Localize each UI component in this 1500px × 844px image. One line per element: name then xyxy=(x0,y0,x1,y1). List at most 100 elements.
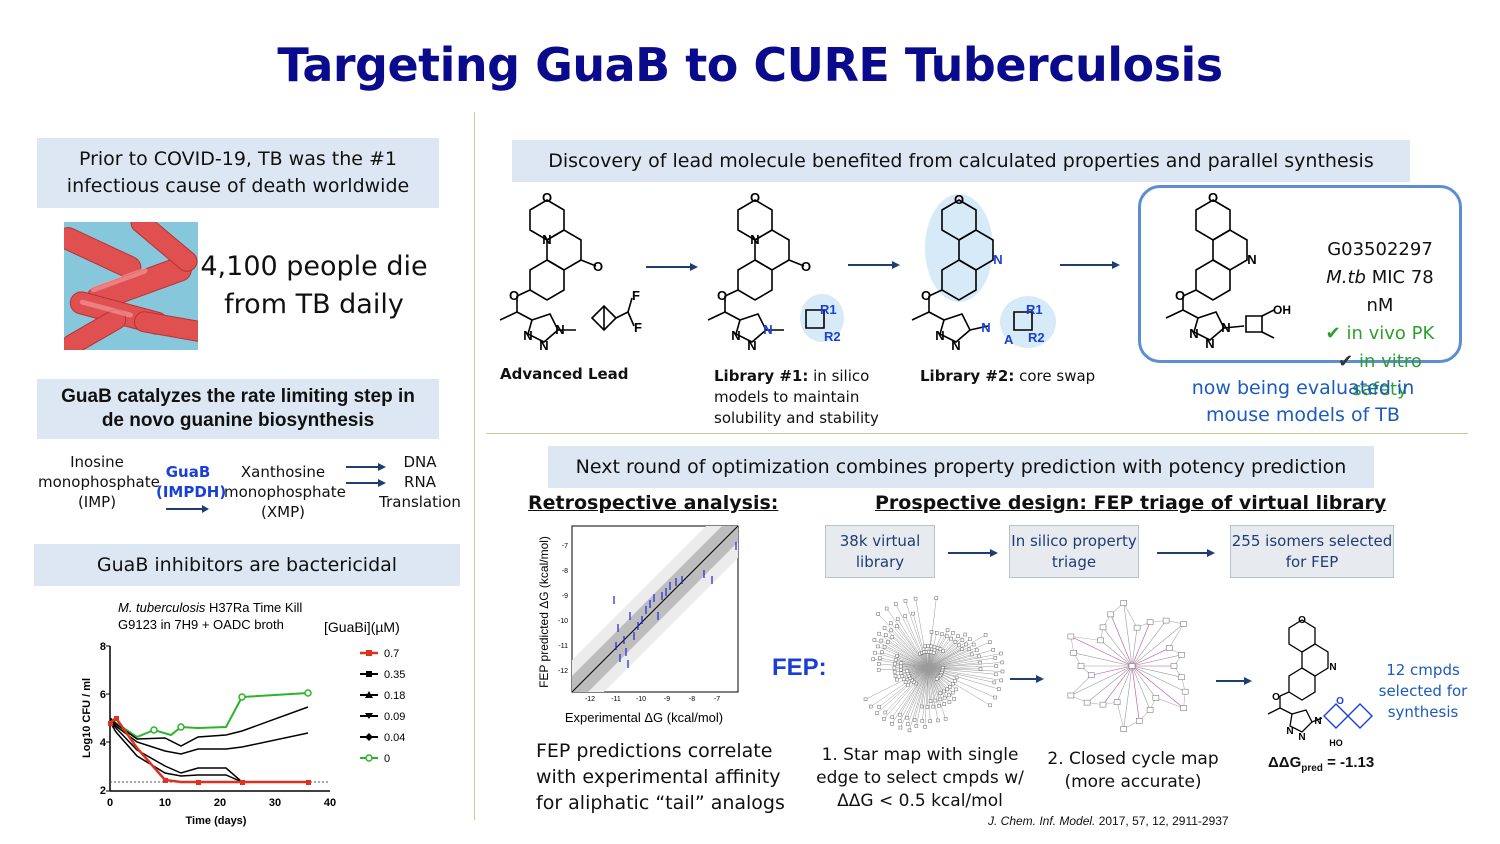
svg-text:N: N xyxy=(1329,662,1336,673)
svg-text:N: N xyxy=(1189,326,1198,341)
svg-text:O: O xyxy=(750,190,760,205)
bacteria-image xyxy=(64,222,198,350)
svg-text:N: N xyxy=(951,338,960,353)
flow1-line-2: library xyxy=(855,552,905,571)
svg-text:-10: -10 xyxy=(636,696,646,703)
now-evaluated-text: now being evaluated in mouse models of T… xyxy=(1168,375,1438,429)
kill-chart-ylabel: Log10 CFU / ml xyxy=(81,678,93,758)
svg-text:-11: -11 xyxy=(558,643,568,650)
library2-label: Library #2: core swap xyxy=(920,366,1095,387)
svg-text:-8: -8 xyxy=(562,568,568,575)
pk-line: ✔ in vivo PK xyxy=(1325,323,1435,344)
svg-text:-11: -11 xyxy=(611,696,621,703)
candidate-structure: O N O N N N OH xyxy=(1165,190,1291,351)
svg-text:O: O xyxy=(509,288,519,303)
enzyme-line-2: (IMPDH) xyxy=(156,483,227,501)
imp-line-1: Inosine xyxy=(70,453,124,471)
svg-text:0.04: 0.04 xyxy=(384,732,405,744)
advanced-lead-structure: O N O O N N N F F xyxy=(499,190,642,353)
arrow-2 xyxy=(848,261,900,269)
library1-line-3: solubility and stability xyxy=(714,409,879,427)
svg-text:O: O xyxy=(1175,288,1185,303)
discovery-header: Discovery of lead molecule benefited fro… xyxy=(512,140,1410,182)
covid-line-1: Prior to COVID-19, TB was the #1 xyxy=(78,148,398,170)
optimization-header: Next round of optimization combines prop… xyxy=(548,446,1374,488)
star-map-caption: 1. Star map with single edge to select c… xyxy=(816,744,1024,813)
library1-line-2: models to maintain xyxy=(714,388,860,406)
vertical-divider xyxy=(474,112,475,820)
svg-text:O: O xyxy=(1336,696,1344,707)
selected-for-synthesis: 12 cmpds selected for synthesis xyxy=(1378,660,1468,723)
svg-text:N: N xyxy=(542,232,551,247)
product-dna: DNA xyxy=(403,453,437,471)
checkmark-icon: ✔ xyxy=(1325,323,1341,344)
kill-chart-subtitle: G9123 in 7H9 + OADC broth xyxy=(118,617,284,632)
retro-caption-3: for aliphatic “tail” analogs xyxy=(536,792,785,814)
safety-line: ✔ in vitro safety xyxy=(1338,351,1422,400)
imp-label: Inosine monophosphate (IMP) xyxy=(38,452,160,512)
svg-text:F: F xyxy=(632,288,640,303)
svg-text:N: N xyxy=(1247,252,1256,267)
svg-text:8: 8 xyxy=(100,641,106,653)
svg-text:0.09: 0.09 xyxy=(384,711,405,723)
products-label: DNA RNA Translation xyxy=(378,452,462,512)
cycle-caption-2: (more accurate) xyxy=(1064,772,1202,792)
svg-text:O: O xyxy=(717,288,727,303)
star-caption-1: 1. Star map with single xyxy=(821,745,1019,765)
arrow-3 xyxy=(1060,261,1120,269)
svg-text:R1: R1 xyxy=(1026,302,1043,317)
svg-text:F: F xyxy=(634,320,642,335)
svg-text:N: N xyxy=(750,232,759,247)
library1-structure: O N O O N N N R1 R2 xyxy=(707,190,844,353)
bactericidal-box: GuaB inhibitors are bactericidal xyxy=(34,544,460,586)
library1-line-1: in silico xyxy=(808,367,870,385)
kill-chart-title: M. tuberculosis H37Ra Time Kill xyxy=(118,600,302,615)
retro-caption: FEP predictions correlate with experimen… xyxy=(536,738,785,816)
xmp-line-1: Xanthosine xyxy=(240,463,326,481)
flow2-line-1: In silico property xyxy=(1011,531,1137,550)
horizontal-divider xyxy=(486,433,1468,434)
star-map xyxy=(863,596,1005,733)
svg-text:-12: -12 xyxy=(558,668,568,675)
svg-text:R1: R1 xyxy=(820,302,837,317)
flow-arrow-1 xyxy=(948,549,998,557)
star-caption-2: edge to select cmpds w/ xyxy=(816,768,1024,788)
flow-arrow-2 xyxy=(1157,549,1215,557)
flow3-line-1: 255 isomers selected xyxy=(1231,531,1393,550)
pathway-arrows-2 xyxy=(346,463,386,487)
covid-fact-box: Prior to COVID-19, TB was the #1 infecti… xyxy=(37,138,439,208)
svg-text:N: N xyxy=(981,320,990,335)
xmp-line-2: monophosphate xyxy=(224,483,346,501)
cycle-map-caption: 2. Closed cycle map (more accurate) xyxy=(1040,748,1226,794)
selected-compound-structure: O N O N N N O HO xyxy=(1267,615,1373,748)
fep-label: FEP: xyxy=(772,654,827,681)
svg-text:N: N xyxy=(993,252,1002,267)
svg-text:-9: -9 xyxy=(562,593,568,600)
svg-text:0: 0 xyxy=(384,753,390,765)
svg-text:O: O xyxy=(542,190,552,205)
now-line-2: mouse models of TB xyxy=(1206,404,1400,426)
svg-text:N: N xyxy=(539,338,548,353)
svg-text:N: N xyxy=(1205,336,1214,351)
svg-text:O: O xyxy=(1208,190,1218,205)
daily-line-2: from TB daily xyxy=(224,289,404,320)
svg-text:O: O xyxy=(954,192,964,207)
selected-line-1: 12 cmpds xyxy=(1386,661,1460,679)
svg-text:N: N xyxy=(1286,726,1293,737)
ddg-prediction: ΔΔGpred = -1.13 xyxy=(1268,754,1375,774)
product-translation: Translation xyxy=(379,493,461,511)
svg-text:N: N xyxy=(1314,716,1321,727)
svg-text:HO: HO xyxy=(1329,738,1343,748)
svg-text:O: O xyxy=(921,288,931,303)
svg-text:-9: -9 xyxy=(664,696,670,703)
guab-fact-box: GuaB catalyzes the rate limiting step in… xyxy=(37,379,439,439)
retro-caption-2: with experimental affinity xyxy=(536,766,781,788)
candidate-info: G03502297 M.tb MIC 78 nM ✔ in vivo PK ✔ … xyxy=(1310,236,1450,404)
svg-text:0.7: 0.7 xyxy=(384,648,399,660)
guab-line-2: de novo guanine biosynthesis xyxy=(101,410,375,431)
xmp-line-3: (XMP) xyxy=(261,503,305,521)
advanced-lead-label: Advanced Lead xyxy=(500,365,629,383)
svg-text:0.35: 0.35 xyxy=(384,669,405,681)
